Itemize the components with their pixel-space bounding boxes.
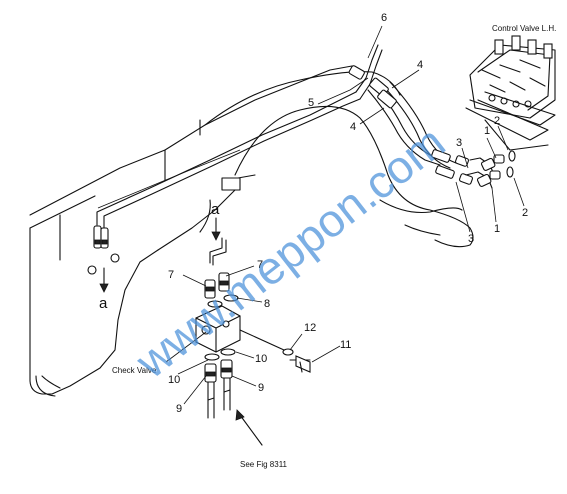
check-valve-label: Check Valve [112,366,157,375]
callout-2-bottom: 2 [522,207,528,219]
callout-10-right: 10 [255,353,267,365]
callout-11: 11 [340,339,351,351]
control-valve [465,35,556,151]
callout-2-top: 2 [494,115,500,127]
boom-outline [29,65,474,397]
see-fig-label: See Fig 8311 [240,460,288,469]
callout-10-left: 10 [168,374,180,386]
section-mark-a-top: a [211,201,220,218]
control-valve-label: Control Valve L.H. [492,24,556,33]
callout-5: 5 [308,97,314,109]
hoses-4 [348,65,473,185]
callout-4-top: 4 [417,59,423,71]
elbow-fittings [465,150,516,189]
callout-3-bottom: 3 [468,233,474,245]
check-valve-assembly [195,237,311,419]
callout-8: 8 [264,298,270,310]
callout-1-top: 1 [484,125,490,137]
hydraulic-tube [96,44,383,229]
callout-1-bottom: 1 [494,223,500,235]
callout-3-top: 3 [456,137,462,149]
callout-12: 12 [304,322,316,334]
callout-4-lower: 4 [350,121,356,133]
callout-9-left: 9 [176,403,182,415]
callout-9-right: 9 [258,382,264,394]
callout-7-right: 7 [257,259,263,271]
arrows [99,217,263,446]
watermark: www.meppon.com [125,116,454,389]
callout-6: 6 [381,12,387,24]
tube-end-fittings [87,225,120,275]
callout-7-left: 7 [168,269,174,281]
section-mark-a-bottom: a [99,295,108,312]
leader-lines [165,25,525,405]
callout-numbers: 6 4 5 4 3 1 2 3 1 2 7 7 8 12 11 10 10 9 … [168,12,528,415]
